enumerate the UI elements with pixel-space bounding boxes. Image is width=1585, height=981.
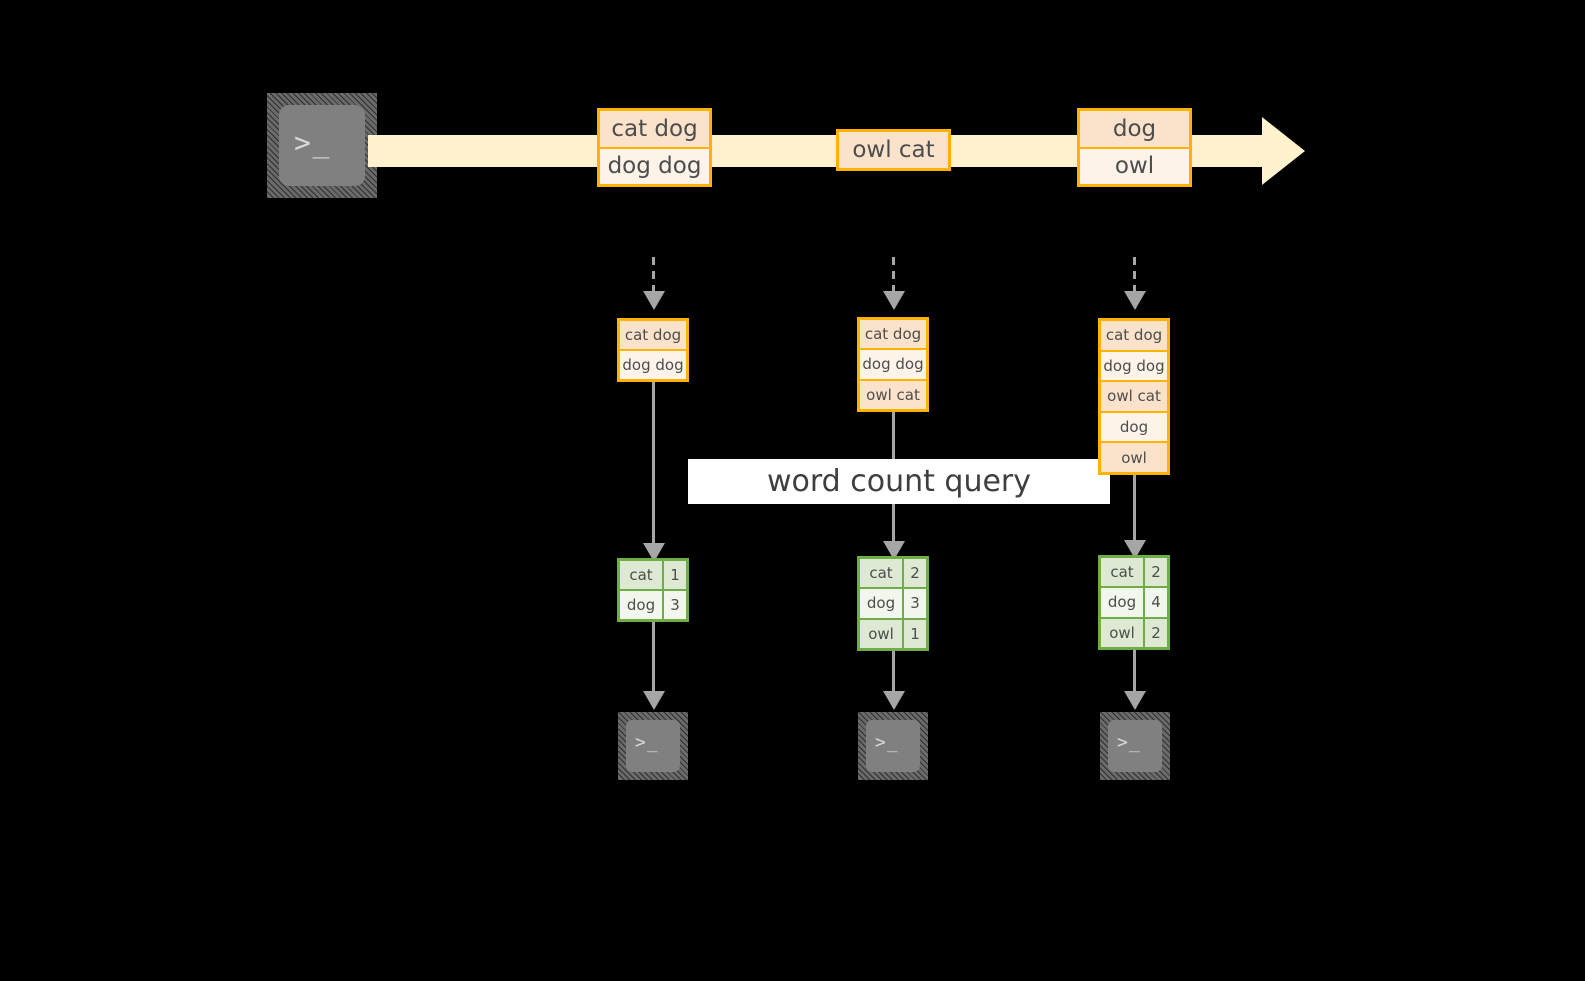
snapshot-1-consumer-terminal-icon: >_ <box>618 712 688 780</box>
result-count: 2 <box>1143 618 1167 647</box>
snapshot-1-output-line <box>652 622 655 695</box>
result-word: cat <box>860 559 903 588</box>
result-word: dog <box>620 591 663 619</box>
snapshot-3-output-arrowhead <box>1124 691 1146 710</box>
terminal-prompt-glyph: >_ <box>1117 732 1141 753</box>
state-line: cat dog <box>1101 321 1167 350</box>
state-line: owl <box>1101 441 1167 472</box>
query-label: word count query <box>766 464 1032 499</box>
result-count: 2 <box>902 559 926 588</box>
result-word: cat <box>1101 558 1144 587</box>
state-line: cat dog <box>860 320 926 349</box>
snapshot-3-trigger-line <box>1133 257 1136 293</box>
snapshot-2-trigger-line <box>892 257 895 293</box>
stream-record-2: owl cat <box>836 129 951 171</box>
snapshot-1-trigger-arrowhead <box>643 291 665 310</box>
snapshot-2-result-table: cat 2 dog 3 owl 1 <box>857 556 929 651</box>
record-line: owl <box>1080 146 1189 184</box>
terminal-screen <box>1108 720 1162 772</box>
result-row: owl 1 <box>860 617 926 648</box>
result-row: dog 3 <box>860 587 926 618</box>
result-word: owl <box>860 619 903 648</box>
result-row: dog 3 <box>620 589 686 619</box>
result-word: dog <box>1101 588 1144 617</box>
snapshot-1-result-table: cat 1 dog 3 <box>617 558 689 622</box>
result-count: 1 <box>662 561 686 589</box>
result-row: cat 1 <box>620 561 686 589</box>
event-stream-arrowhead <box>1262 117 1305 185</box>
terminal-screen <box>279 105 365 186</box>
result-count: 1 <box>902 619 926 648</box>
result-row: dog 4 <box>1101 586 1167 617</box>
result-row: cat 2 <box>860 559 926 588</box>
state-line: dog dog <box>1101 349 1167 381</box>
terminal-prompt-glyph: >_ <box>635 732 659 753</box>
snapshot-3-query-line <box>1133 475 1136 545</box>
result-row: owl 2 <box>1101 616 1167 647</box>
snapshot-1-state-table: cat dog dog dog <box>617 318 689 382</box>
snapshot-1-query-arrowhead <box>643 543 665 562</box>
state-line: cat dog <box>620 321 686 349</box>
terminal-prompt-glyph: >_ <box>875 732 899 753</box>
snapshot-2-query-arrowhead <box>883 541 905 560</box>
snapshot-3-query-arrowhead <box>1124 540 1146 559</box>
state-line: dog <box>1101 410 1167 442</box>
record-line: cat dog <box>600 111 709 147</box>
state-line: dog dog <box>620 349 686 379</box>
snapshot-3-consumer-terminal-icon: >_ <box>1100 712 1170 780</box>
snapshot-3-result-table: cat 2 dog 4 owl 2 <box>1098 555 1170 650</box>
state-line: owl cat <box>860 378 926 409</box>
snapshot-3-state-table: cat dog dog dog owl cat dog owl <box>1098 318 1170 475</box>
snapshot-2-trigger-arrowhead <box>883 291 905 310</box>
snapshot-1-trigger-line <box>652 257 655 293</box>
snapshot-2-consumer-terminal-icon: >_ <box>858 712 928 780</box>
state-line: dog dog <box>860 348 926 379</box>
record-line: dog <box>1080 111 1189 147</box>
producer-terminal-icon: >_ <box>267 93 377 198</box>
snapshot-2-state-table: cat dog dog dog owl cat <box>857 317 929 412</box>
terminal-screen <box>866 720 920 772</box>
stream-record-1: cat dog dog dog <box>597 108 712 187</box>
record-line: dog dog <box>600 146 709 184</box>
result-count: 4 <box>1143 588 1167 617</box>
terminal-prompt-glyph: >_ <box>294 126 332 159</box>
snapshot-3-trigger-arrowhead <box>1124 291 1146 310</box>
result-count: 3 <box>662 591 686 619</box>
snapshot-3-output-line <box>1133 650 1136 695</box>
result-word: dog <box>860 589 903 618</box>
result-row: cat 2 <box>1101 558 1167 587</box>
word-count-query-band: word count query <box>688 459 1110 504</box>
result-count: 2 <box>1143 558 1167 587</box>
result-count: 3 <box>902 589 926 618</box>
snapshot-2-output-arrowhead <box>883 691 905 710</box>
snapshot-1-query-line <box>652 382 655 547</box>
terminal-screen <box>626 720 680 772</box>
result-word: cat <box>620 561 663 589</box>
result-word: owl <box>1101 618 1144 647</box>
stream-record-3: dog owl <box>1077 108 1192 187</box>
snapshot-1-output-arrowhead <box>643 691 665 710</box>
record-line: owl cat <box>839 132 948 168</box>
snapshot-2-output-line <box>892 651 895 695</box>
state-line: owl cat <box>1101 380 1167 411</box>
